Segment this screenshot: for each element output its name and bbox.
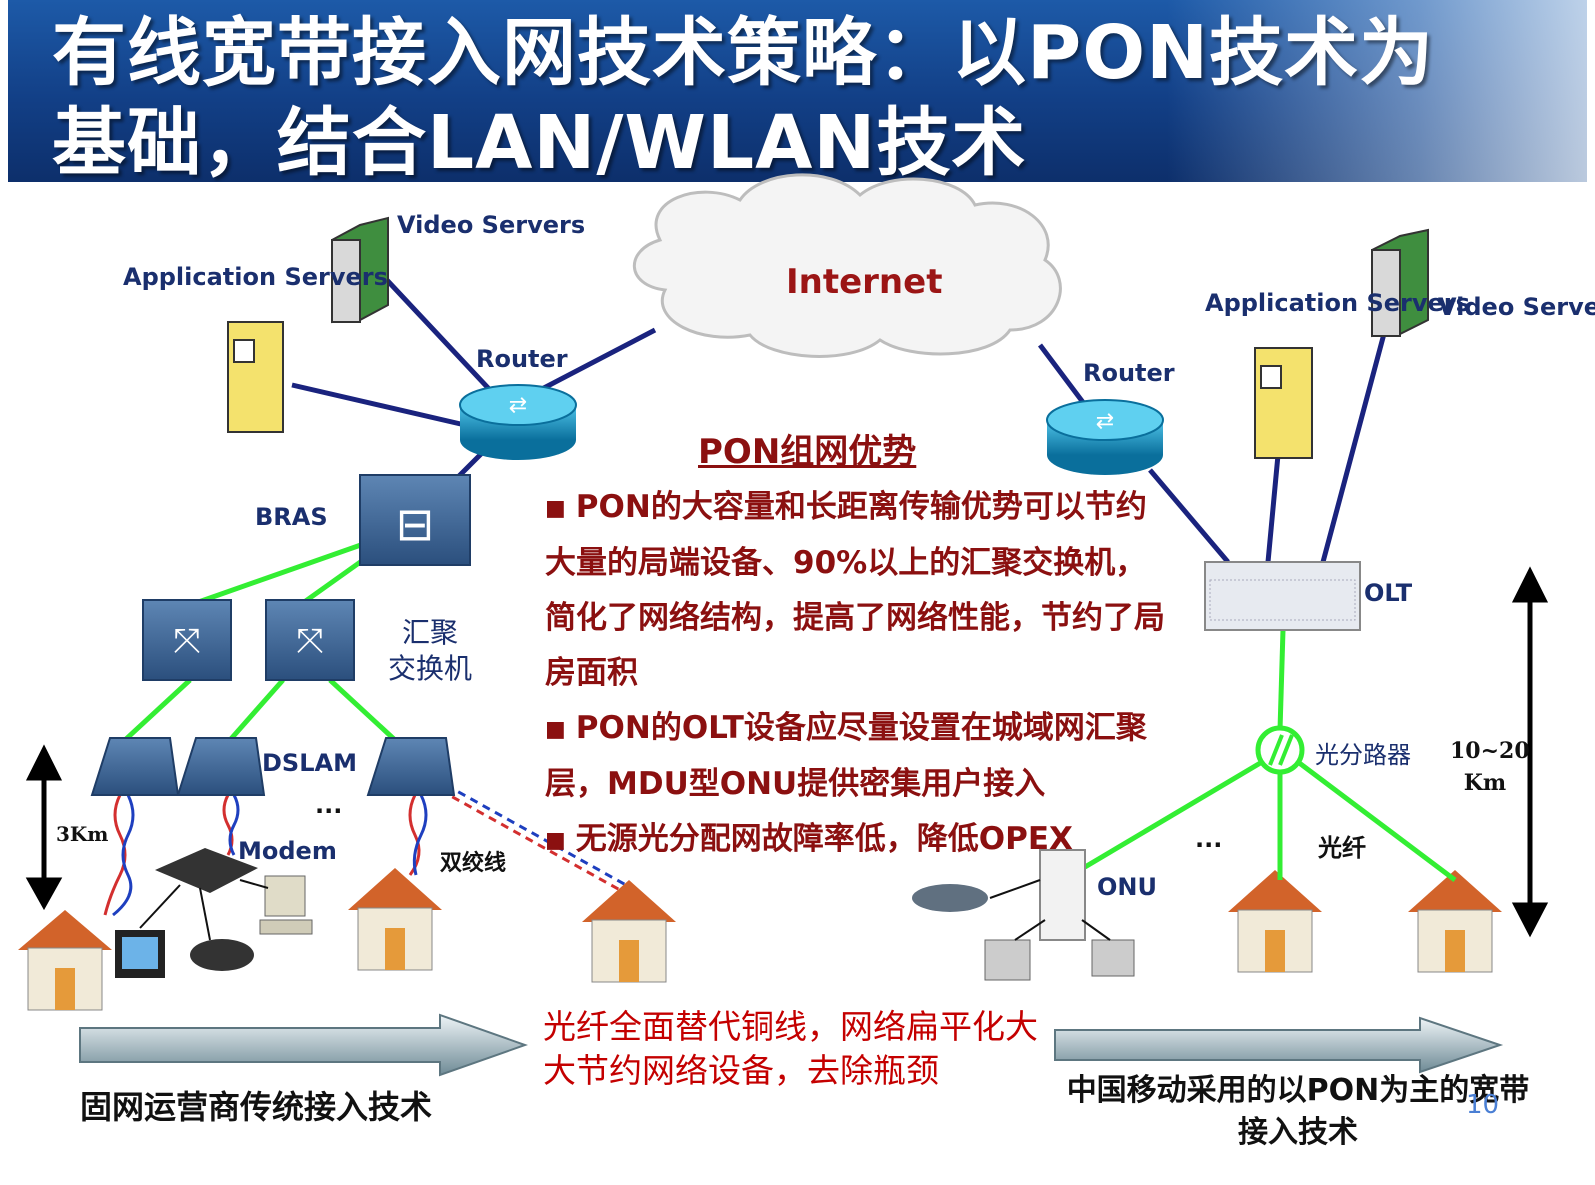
bras-device: ⊟ — [359, 474, 471, 566]
advantage-item: ■PON的大容量和长距离传输优势可以节约大量的局端设备、90%以上的汇聚交换机，… — [545, 489, 1165, 691]
onu-device — [1039, 849, 1086, 941]
left-links — [291, 276, 657, 482]
left-router: ⇄ — [459, 384, 577, 460]
advantage-item: ■无源光分配网故障率低，降低OPEX — [545, 821, 1073, 857]
right-video-server — [1371, 228, 1429, 338]
right-green-links — [1083, 629, 1457, 882]
left-video-server — [331, 216, 389, 324]
left-big-arrow — [79, 1013, 529, 1077]
left-distance-arrow — [25, 744, 63, 911]
bras-label: BRAS — [255, 503, 328, 531]
pon-advantages-heading: PON组网优势 — [698, 432, 917, 472]
bullet-icon: ■ — [545, 496, 566, 521]
splitter-label: 光分路器 — [1315, 741, 1411, 769]
onu-label: ONU — [1097, 873, 1157, 901]
advantage-item: ■PON的OLT设备应尽量设置在城域网汇聚层，MDU型ONU提供密集用户接入 — [545, 710, 1147, 802]
bullet-icon: ■ — [545, 828, 566, 853]
slide-title: 有线宽带接入网技术策略：以PON技术为基础，结合LAN/WLAN技术 — [52, 10, 1435, 182]
dslam-devices — [90, 737, 456, 796]
svg-text:⤧: ⤧ — [173, 621, 200, 661]
left-router-label: Router — [476, 345, 568, 373]
house-icon — [582, 880, 676, 983]
fiber-label: 光纤 — [1318, 833, 1366, 862]
left-ellipsis: ... — [315, 791, 343, 819]
right-router: ⇄ — [1046, 399, 1164, 475]
title-banner: 有线宽带接入网技术策略：以PON技术为基础，结合LAN/WLAN技术 — [8, 0, 1587, 182]
device-links — [139, 879, 269, 941]
left-green-links — [123, 537, 397, 742]
skyline-decoration — [1167, 0, 1587, 182]
right-ellipsis: ... — [1195, 825, 1223, 853]
right-router-label: Router — [1083, 359, 1175, 387]
pon-advantages-list: ■PON的大容量和长距离传输优势可以节约大量的局端设备、90%以上的汇聚交换机，… — [545, 480, 1165, 868]
agg-switch-label: 汇聚 交换机 — [387, 616, 472, 685]
olt-device — [1204, 561, 1361, 631]
svg-text:⤧: ⤧ — [296, 621, 323, 661]
left-app-server — [227, 321, 284, 433]
svg-text:⊟: ⊟ — [396, 497, 435, 551]
right-links — [1038, 329, 1388, 564]
tv-icon — [115, 930, 165, 978]
pc-icon — [259, 875, 313, 935]
right-video-servers-label: Video Servers — [1438, 293, 1595, 321]
olt-label: OLT — [1364, 579, 1413, 607]
internet-cloud — [632, 173, 1062, 358]
house-icon — [348, 868, 442, 971]
left-caption: 固网运营商传统接入技术 — [80, 1088, 433, 1126]
right-caption: 中国移动采用的以PON为主的宽带接入技术 — [1066, 1073, 1530, 1150]
bullet-icon: ■ — [545, 717, 566, 742]
left-distance-label: 3Km — [56, 822, 109, 846]
twisted-pair-lines — [103, 783, 627, 917]
right-app-server — [1254, 347, 1313, 459]
left-video-servers-label: Video Servers — [397, 211, 586, 239]
internet-label: Internet — [786, 262, 943, 302]
svg-text:⇄: ⇄ — [509, 393, 527, 418]
splitter-icon — [1255, 725, 1305, 775]
house-icon — [1228, 870, 1322, 973]
modem-device — [155, 848, 258, 893]
house-icon — [18, 910, 112, 1011]
right-distance-arrow — [1511, 566, 1549, 938]
right-app-servers-label: Application Servers — [1205, 289, 1470, 317]
agg-switch-1: ⤧ — [142, 599, 232, 681]
phone-icon — [190, 939, 254, 971]
modem-label: Modem — [238, 837, 337, 865]
fiber-replacement-text: 光纤全面替代铜线，网络扁平化大大节约网络设备，去除瓶颈 — [543, 1007, 1038, 1090]
house-icon — [1408, 870, 1502, 973]
dslam-label: DSLAM — [262, 749, 357, 777]
right-big-arrow — [1054, 1016, 1504, 1074]
right-distance-label: 10~20 Km — [1450, 738, 1530, 796]
page-number: 10 — [1466, 1090, 1500, 1120]
left-app-servers-label: Application Servers — [123, 263, 388, 291]
agg-switch-2: ⤧ — [265, 599, 355, 681]
twisted-pair-label: 双绞线 — [440, 850, 507, 876]
svg-text:⇄: ⇄ — [1096, 409, 1114, 434]
houses — [18, 868, 1502, 1011]
onu-peripherals — [912, 879, 1135, 981]
